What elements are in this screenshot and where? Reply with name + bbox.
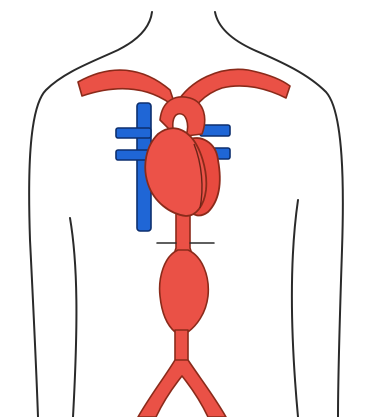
infrarenal-aorta — [175, 330, 188, 364]
left-subclavian-artery — [78, 70, 176, 108]
right-arm-line — [292, 200, 298, 417]
aorta — [78, 69, 290, 417]
iliac-bifurcation — [138, 360, 226, 417]
abdominal-aortic-aneurysm — [160, 250, 209, 332]
heart — [145, 128, 220, 216]
left-arm-line — [70, 218, 76, 417]
left-pulmonary-vein-upper — [116, 128, 151, 138]
